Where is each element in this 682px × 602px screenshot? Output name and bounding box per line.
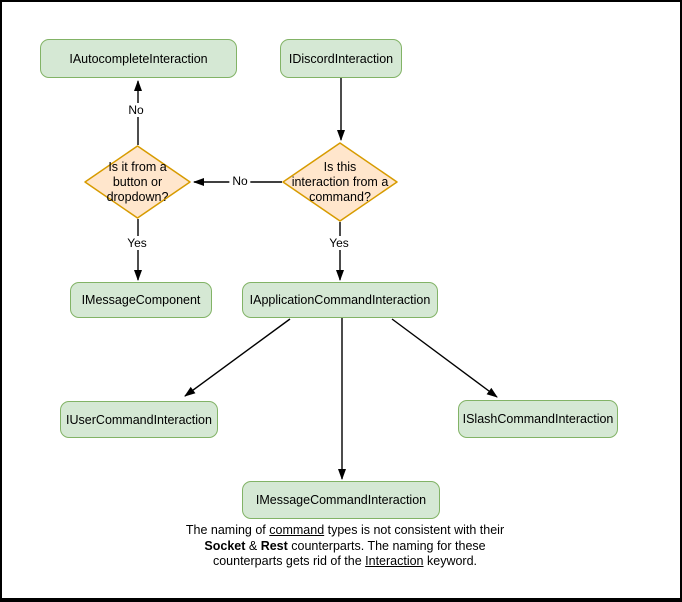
edge-label-yes-right: Yes	[326, 236, 352, 250]
node-label: ISlashCommandInteraction	[462, 412, 614, 426]
node-label: IAutocompleteInteraction	[69, 51, 208, 66]
note-segment-underlined: command	[269, 523, 325, 537]
node-imessagecommandinteraction: IMessageCommandInteraction	[242, 481, 440, 519]
note-line-1: The naming of command types is not consi…	[10, 523, 680, 539]
node-iapplicationcommandinteraction: IApplicationCommandInteraction	[242, 282, 438, 318]
edge-appcommand-to-usercommand	[184, 318, 291, 397]
node-label: IMessageCommandInteraction	[255, 493, 427, 507]
note-segment: The naming of	[185, 523, 270, 537]
note-segment: keyword.	[423, 554, 478, 568]
decision-button-or-dropdown: Is it from a button or dropdown?	[84, 145, 191, 219]
node-label: IMessageComponent	[81, 293, 201, 307]
note-text: The naming of command types is not consi…	[10, 523, 680, 570]
node-islashcommandinteraction: ISlashCommandInteraction	[458, 400, 618, 438]
decision-label: Is this interaction from a command?	[291, 159, 389, 204]
edge-label-yes-left: Yes	[124, 236, 150, 250]
note-line-2: Socket & Rest counterparts. The naming f…	[10, 539, 680, 555]
note-segment: types is not consistent with their	[324, 523, 505, 537]
note-segment: &	[245, 538, 261, 553]
decision-label: Is it from a button or dropdown?	[106, 159, 169, 204]
note-segment: counterparts. The naming for these	[287, 538, 486, 553]
node-iautocompleteinteraction: IAutocompleteInteraction	[40, 39, 237, 78]
node-imessagecomponent: IMessageComponent	[70, 282, 212, 318]
edge-label-no-mid: No	[229, 174, 251, 188]
note-line-3: counterparts gets rid of the Interaction…	[10, 554, 680, 570]
note-segment-bold: Socket	[204, 538, 246, 553]
edge-appcommand-to-slashcommand	[391, 318, 498, 398]
node-label: IDiscordInteraction	[288, 51, 394, 66]
decision-interaction-from-command: Is this interaction from a command?	[282, 142, 398, 222]
diamond-shape	[282, 142, 398, 222]
node-idiscordinteraction: IDiscordInteraction	[280, 39, 402, 78]
node-iusercommandinteraction: IUserCommandInteraction	[60, 401, 218, 438]
node-label: IApplicationCommandInteraction	[249, 293, 431, 307]
note-segment: counterparts gets rid of the	[212, 554, 366, 568]
note-segment-bold: Rest	[260, 538, 288, 553]
edge-label-no-top: No	[125, 103, 147, 117]
note-segment-underlined: Interaction	[365, 554, 424, 568]
diamond-shape	[84, 145, 191, 219]
node-label: IUserCommandInteraction	[66, 412, 212, 427]
